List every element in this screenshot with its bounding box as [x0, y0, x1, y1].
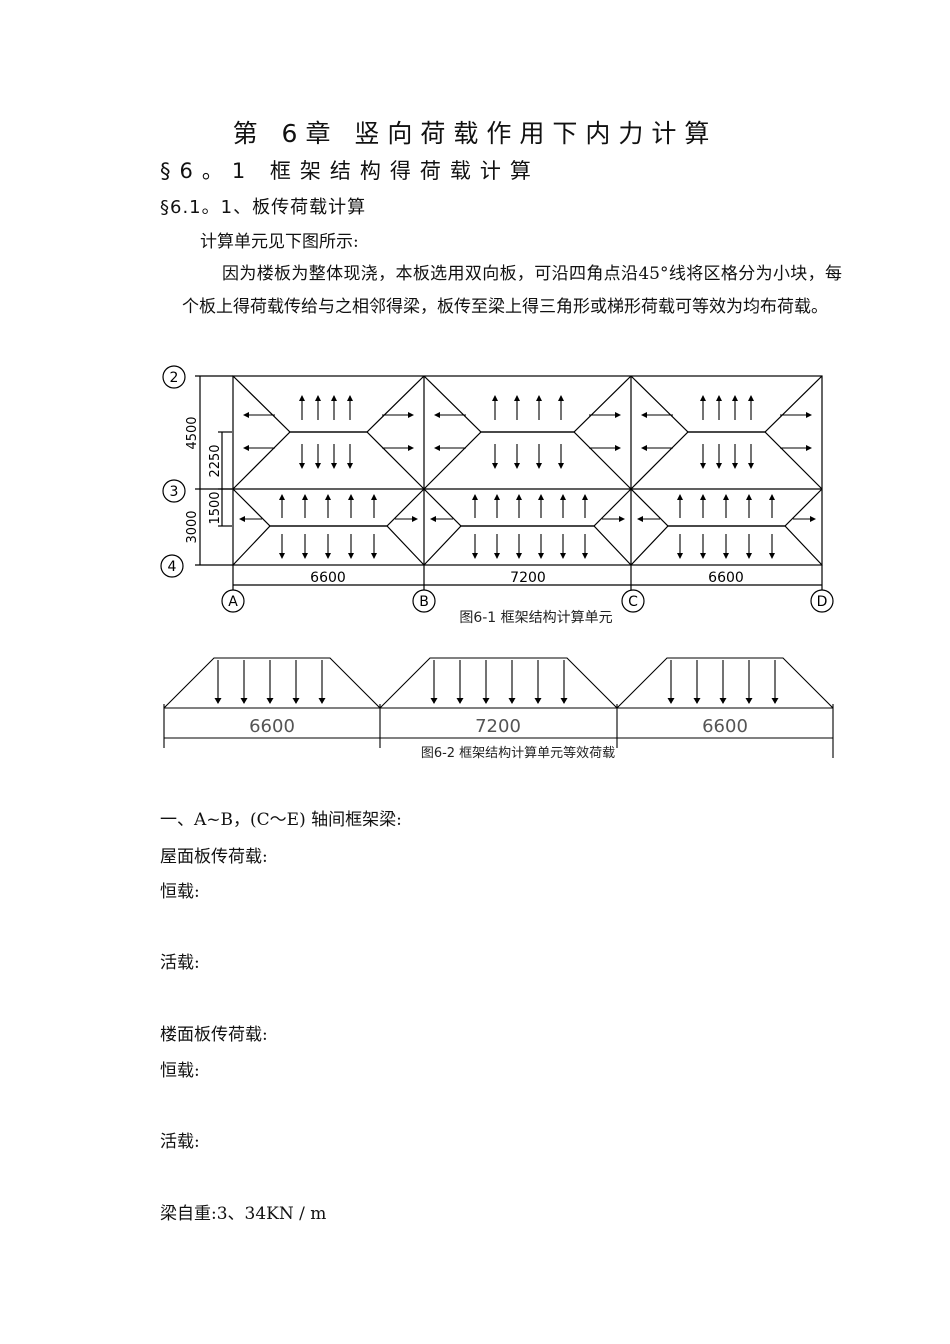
floor-load-heading: 楼面板传荷载:: [160, 1025, 268, 1045]
dim-bottom-3: 6600: [708, 570, 744, 586]
axis-label-3: 3: [170, 484, 179, 500]
equivalent-load-figure: 6600 7200 6600 图6-2 框架结构计算单元等效荷载: [163, 657, 834, 761]
axis-label-d: D: [817, 594, 828, 610]
chapter-title: 第 6章 竖向荷载作用下内力计算: [232, 119, 718, 148]
dim-inner-1500: 1500: [208, 491, 223, 524]
axis-label-2: 2: [170, 370, 179, 386]
span-label-1: 6600: [249, 716, 295, 737]
roof-load-heading: 屋面板传荷载:: [160, 847, 268, 867]
dim-inner-2250: 2250: [208, 444, 223, 477]
subsection-heading: §6.1。1、板传荷载计算: [160, 197, 367, 218]
figure2-caption: 图6-2 框架结构计算单元等效荷载: [421, 745, 615, 761]
axis-label-4: 4: [168, 559, 177, 575]
axis-label-c: C: [628, 594, 638, 610]
floor-dead-load: 恒载:: [160, 1061, 200, 1081]
intro-line: 计算单元见下图所示:: [200, 232, 359, 252]
dim-bottom-2: 7200: [510, 570, 546, 586]
roof-live-load: 活载:: [160, 953, 200, 973]
intro-paragraph: 因为楼板为整体现浇，本板选用双向板，可沿四角点沿45°线将区格分为小块，每个板上…: [182, 264, 842, 317]
roof-dead-load: 恒载:: [160, 882, 200, 902]
beam-self-weight: 梁自重:3、34KN / m: [160, 1204, 327, 1224]
frame-unit-figure: 2 3 4 A B C D 6600 7200 6600 4500 3000 2…: [160, 365, 834, 626]
span-label-3: 6600: [702, 716, 748, 737]
figure1-caption: 图6-1 框架结构计算单元: [459, 610, 612, 626]
dim-left-4500: 4500: [185, 416, 200, 449]
section-heading: §6。1 框架结构得荷载计算: [160, 159, 540, 183]
span-label-2: 7200: [475, 716, 521, 737]
dim-bottom-1: 6600: [310, 570, 346, 586]
axis-label-b: B: [419, 594, 429, 610]
axis-label-a: A: [228, 594, 238, 610]
floor-live-load: 活载:: [160, 1132, 200, 1152]
dim-left-3000: 3000: [185, 510, 200, 543]
section-ab-beam: 一、A~B，(C～E) 轴间框架梁:: [160, 810, 402, 830]
